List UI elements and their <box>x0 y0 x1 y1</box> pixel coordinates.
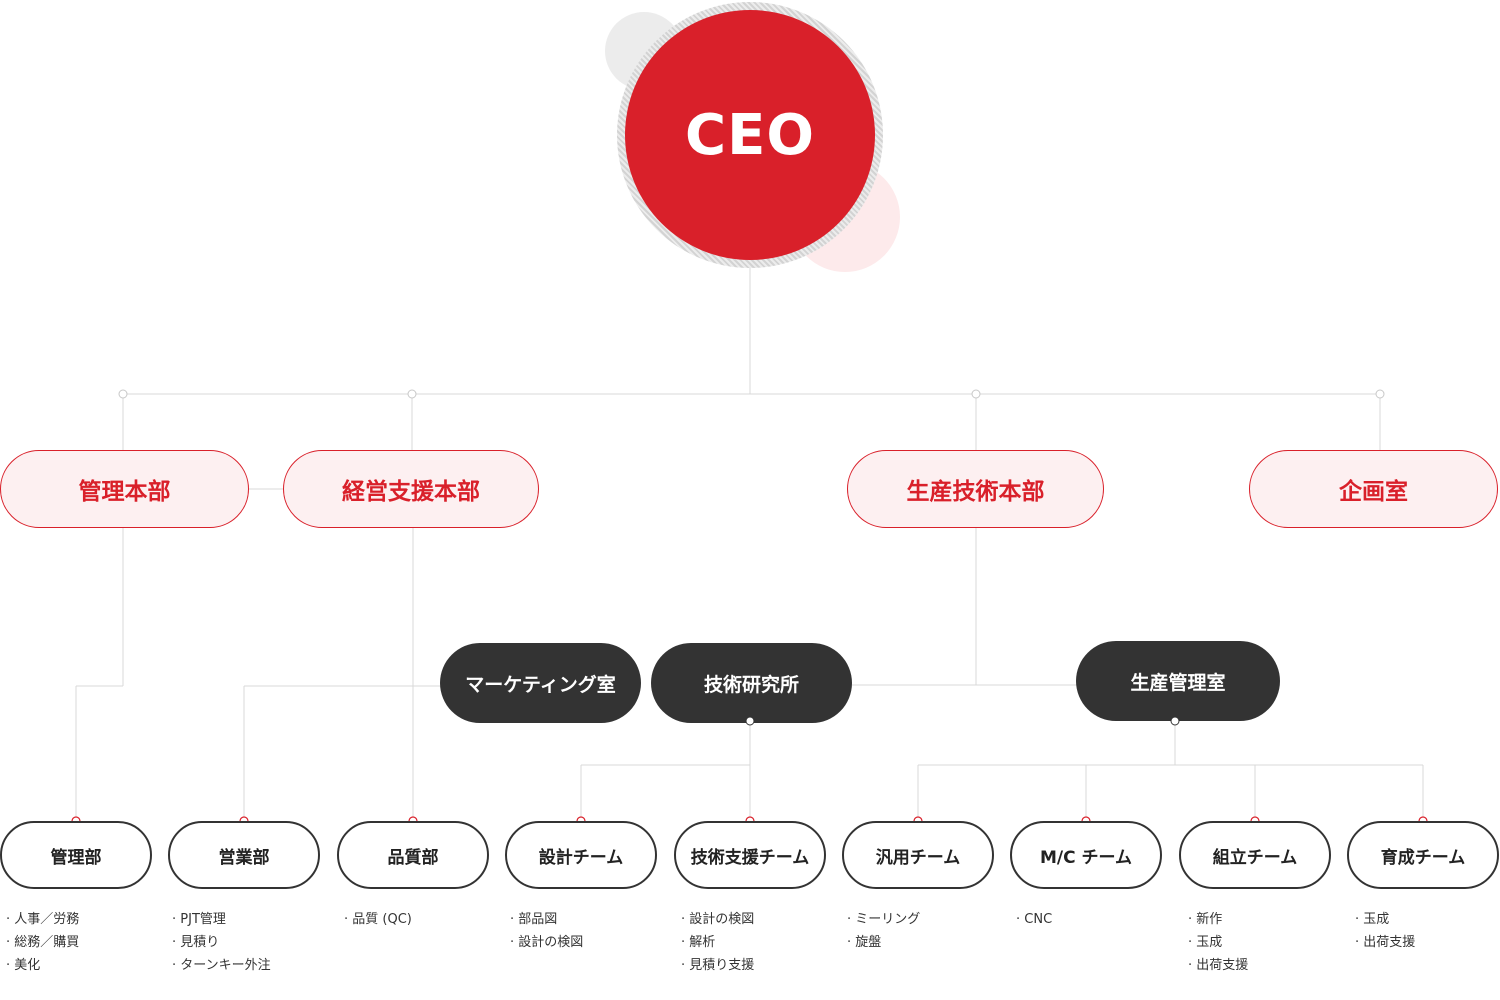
list-item: 見積り支援 <box>681 954 754 977</box>
list-item: 品質 (QC) <box>344 908 412 931</box>
list-item: 総務／購買 <box>6 931 79 954</box>
office-seisan-kanri[interactable]: 生産管理室 <box>1076 641 1280 721</box>
list-item: PJT管理 <box>172 908 271 931</box>
team-eigyo-items: PJT管理 見積り ターンキー外注 <box>172 908 271 977</box>
team-hanyo[interactable]: 汎用チーム <box>842 821 994 889</box>
team-label: 管理部 <box>50 847 102 868</box>
division-kanri[interactable]: 管理本部 <box>0 450 249 528</box>
list-item: 見積り <box>172 931 271 954</box>
team-hinshitsu-items: 品質 (QC) <box>344 908 412 931</box>
list-item: 設計の検図 <box>510 931 583 954</box>
division-kikaku[interactable]: 企画室 <box>1249 450 1498 528</box>
list-item: ミーリング <box>847 908 920 931</box>
team-label: 営業部 <box>218 847 270 868</box>
list-item: ターンキー外注 <box>172 954 270 977</box>
team-label: 汎用チーム <box>875 847 961 868</box>
team-mc-items: CNC <box>1016 908 1052 931</box>
office-label: 生産管理室 <box>1130 671 1226 694</box>
list-item: 新作 <box>1188 908 1248 931</box>
team-kumitate-items: 新作 玉成 出荷支援 <box>1188 908 1248 977</box>
team-gijutsu-shien-items: 設計の検図 解析 見積り支援 <box>681 908 754 977</box>
team-label: M/C チーム <box>1039 847 1132 868</box>
ceo-node[interactable]: CEO <box>625 10 875 260</box>
list-item: 出荷支援 <box>1188 954 1248 977</box>
list-item: 設計の検図 <box>681 908 754 931</box>
office-label: 技術研究所 <box>703 673 799 696</box>
list-item: 玉成 <box>1355 908 1415 931</box>
list-item: 玉成 <box>1188 931 1248 954</box>
team-label: 技術支援チーム <box>690 847 810 868</box>
team-label: 品質部 <box>387 847 439 868</box>
office-label: マーケティング室 <box>465 673 616 696</box>
division-label: 企画室 <box>1339 479 1408 505</box>
team-gijutsu-shien[interactable]: 技術支援チーム <box>674 821 826 889</box>
division-label: 管理本部 <box>78 479 171 505</box>
ceo-label: CEO <box>685 102 815 168</box>
office-marketing[interactable]: マーケティング室 <box>440 643 641 723</box>
division-keiei-shien[interactable]: 経営支援本部 <box>283 450 539 528</box>
team-ikusei[interactable]: 育成チーム <box>1347 821 1499 889</box>
list-item: 美化 <box>6 954 79 977</box>
team-hinshitsu[interactable]: 品質部 <box>337 821 489 889</box>
list-item: 人事／労務 <box>6 908 79 931</box>
team-eigyo[interactable]: 営業部 <box>168 821 320 889</box>
division-seisan-gijutsu[interactable]: 生産技術本部 <box>847 450 1104 528</box>
team-hanyo-items: ミーリング 旋盤 <box>847 908 920 954</box>
team-mc[interactable]: M/C チーム <box>1010 821 1162 889</box>
team-kanri-items: 人事／労務 総務／購買 美化 <box>6 908 79 977</box>
office-gijutsu-kenkyu[interactable]: 技術研究所 <box>651 643 852 723</box>
list-item: CNC <box>1016 908 1052 931</box>
team-sekkei[interactable]: 設計チーム <box>505 821 657 889</box>
list-item: 出荷支援 <box>1355 931 1415 954</box>
team-label: 設計チーム <box>538 847 624 868</box>
team-label: 組立チーム <box>1212 847 1298 868</box>
team-kumitate[interactable]: 組立チーム <box>1179 821 1331 889</box>
team-sekkei-items: 部品図 設計の検図 <box>510 908 583 954</box>
list-item: 部品図 <box>510 908 583 931</box>
division-label: 生産技術本部 <box>906 479 1045 505</box>
list-item: 解析 <box>681 931 754 954</box>
team-kanri[interactable]: 管理部 <box>0 821 152 889</box>
team-label: 育成チーム <box>1380 847 1466 868</box>
list-item: 旋盤 <box>847 931 920 954</box>
division-label: 経営支援本部 <box>342 479 480 505</box>
team-ikusei-items: 玉成 出荷支援 <box>1355 908 1415 954</box>
